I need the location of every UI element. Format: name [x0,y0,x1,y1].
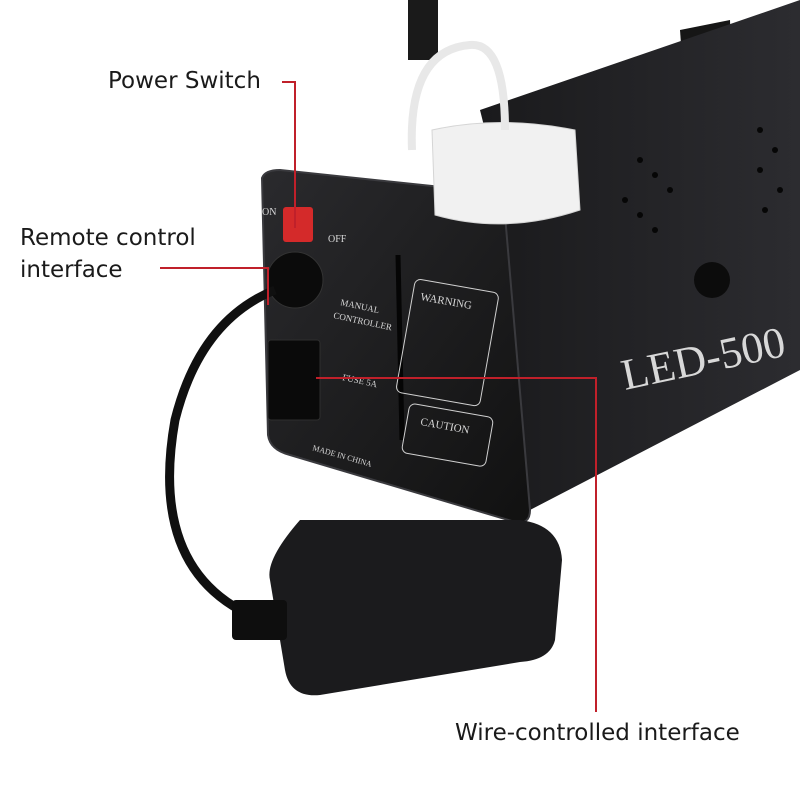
fluid-tank-cap [431,122,581,225]
switch-off-label: OFF [328,234,347,245]
knob [694,262,730,298]
remote-control-callout-line1: Remote control [20,225,196,251]
caution-box [401,403,494,467]
handle [408,0,438,60]
fluid-tube [407,40,509,151]
remote-connector [266,251,324,309]
remote-plug [232,600,287,640]
warning-box [396,279,499,407]
power-inlet [267,339,321,421]
callout-lines [160,81,597,712]
wired-remote-controller [269,520,562,696]
front-panel [260,168,532,524]
remote-control-callout-line2: interface [20,257,123,283]
vent-holes [622,127,783,233]
machine-side [480,0,800,510]
remote-cable [165,285,277,614]
switch-on-label: ON [262,207,276,218]
wire-controlled-callout: Wire-controlled interface [455,720,740,746]
panel-slot [395,254,405,441]
power-switch-callout: Power Switch [108,68,261,94]
power-switch [283,207,313,242]
